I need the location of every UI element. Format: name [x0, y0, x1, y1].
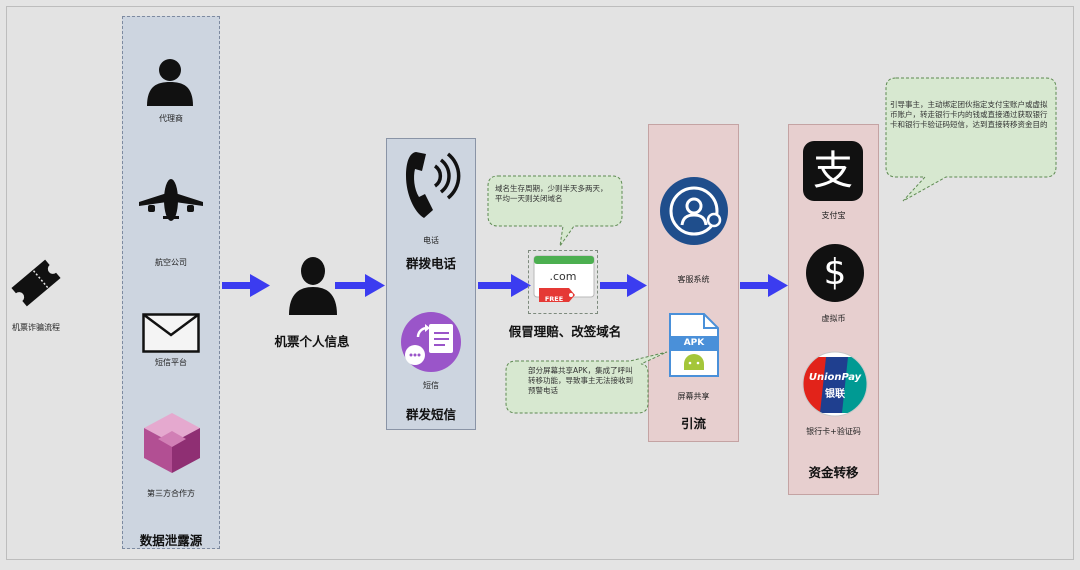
airplane-icon	[139, 179, 203, 221]
ticket-icon	[11, 259, 61, 307]
traffic-diversion-panel	[648, 124, 739, 442]
domain-note: 域名生存周期，少则半天多两天，平均一天则关闭域名	[495, 184, 608, 203]
domain-label: 假冒理赔、改签域名	[508, 324, 622, 339]
alipay-icon	[803, 141, 863, 201]
person-icon	[289, 257, 337, 315]
cube-icon	[144, 413, 200, 473]
arrow-domain-to-traffic	[600, 274, 647, 297]
traffic-note: 部分屏幕共享APK，集成了呼叫转移功能，导致事主无法接收到预警电话	[528, 366, 633, 395]
sources-title: 数据泄露源	[139, 533, 203, 548]
source-label-sms-platform: 短信平台	[155, 358, 187, 367]
crypto-coin-icon	[806, 244, 864, 302]
unionpay-text: UnionPay	[808, 372, 862, 383]
crypto-glyph: $	[823, 252, 847, 293]
customer-service-icon	[660, 177, 728, 245]
group-sms-title: 群发短信	[405, 407, 456, 422]
unionpay-cn-text: 银联	[825, 389, 845, 400]
arrow-sources-to-info	[222, 274, 270, 297]
envelope-icon	[142, 313, 200, 353]
sms-icon	[401, 312, 461, 372]
personal-info-label: 机票个人信息	[274, 334, 350, 349]
alipay-label: 支付宝	[821, 211, 846, 220]
start-label: 机票诈骗流程	[12, 323, 60, 332]
phone-icon	[406, 152, 461, 218]
funds-title: 资金转移	[808, 465, 859, 480]
funds-note: 引导事主，主动绑定团伙指定支付宝账户或虚拟币账户，转走银行卡内的钱或直接通过获取…	[890, 100, 1048, 129]
screen-share-label: 屏幕共享	[677, 392, 710, 401]
alipay-glyph: 支	[813, 148, 853, 194]
contact-methods-panel	[386, 138, 476, 430]
traffic-title: 引流	[680, 416, 706, 431]
apk-file-icon	[669, 313, 719, 377]
dot-com-text: .com	[549, 270, 577, 283]
source-label-third-party: 第三方合作方	[147, 489, 195, 498]
source-label-airline: 航空公司	[155, 258, 187, 267]
free-tag-text: FREE	[544, 295, 564, 303]
domain-icon-frame	[528, 250, 598, 314]
service-label: 客服系统	[677, 275, 710, 284]
domain-browser-icon	[533, 255, 595, 302]
bank-card-label: 银行卡+验证码	[806, 427, 861, 436]
arrow-traffic-to-funds	[740, 274, 788, 297]
person-icon	[147, 59, 193, 106]
arrow-contact-to-domain	[478, 274, 531, 297]
arrow-info-to-contact	[335, 274, 385, 297]
source-label-agent: 代理商	[159, 114, 183, 123]
group-call-title: 群拨电话	[405, 256, 456, 271]
crypto-label: 虚拟币	[821, 314, 846, 323]
apk-text: APK	[683, 338, 705, 348]
unionpay-icon	[802, 351, 868, 417]
phone-small-label: 电话	[423, 236, 439, 245]
sms-small-label: 短信	[423, 381, 439, 390]
